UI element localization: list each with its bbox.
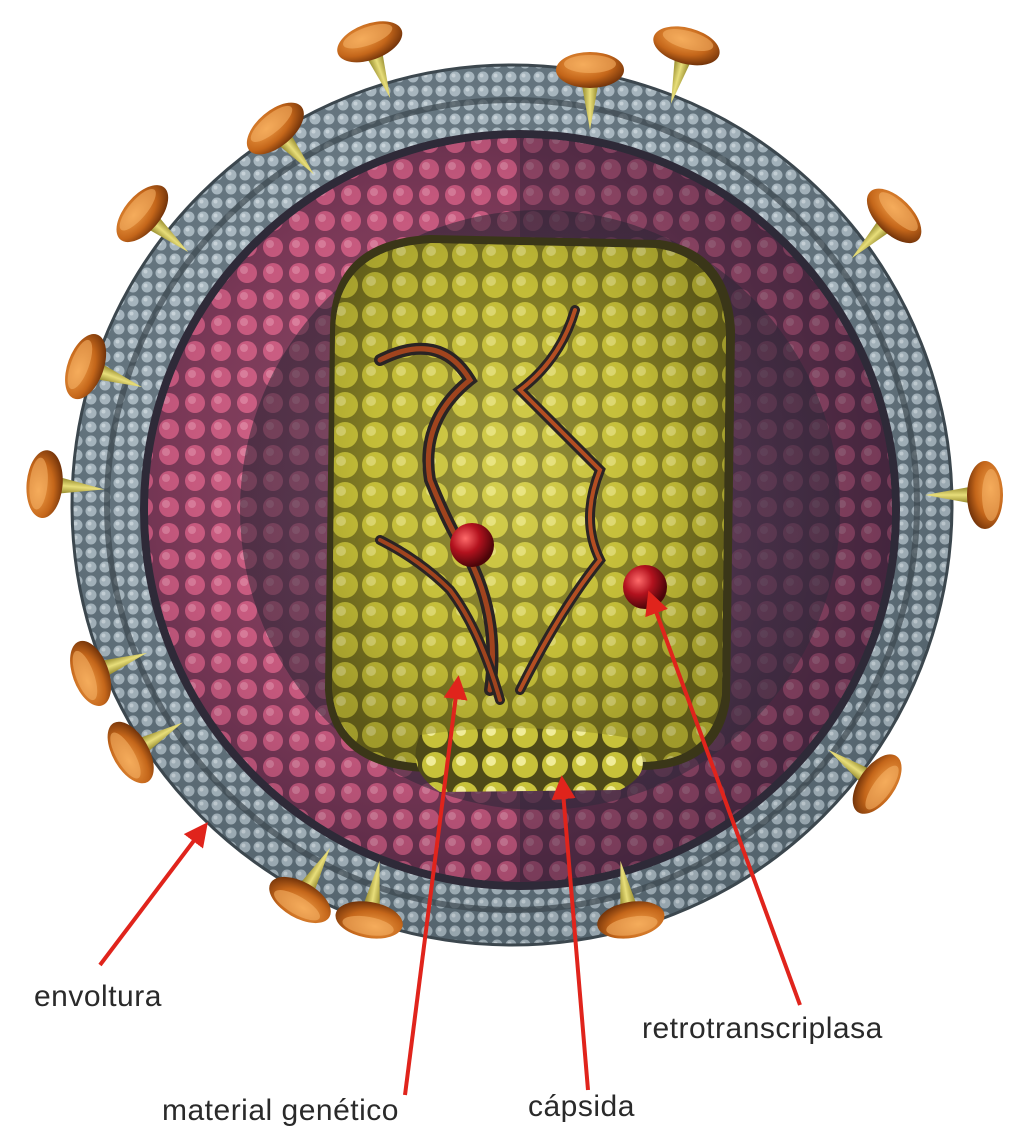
label-retrotranscriptasa: retrotranscriplasa [642, 1012, 883, 1046]
label-capsida: cápsida [528, 1090, 635, 1124]
arrow-envoltura [100, 826, 205, 965]
label-envoltura: envoltura [34, 980, 162, 1014]
capsid [325, 235, 735, 792]
label-material-genetico: material genético [162, 1094, 399, 1128]
